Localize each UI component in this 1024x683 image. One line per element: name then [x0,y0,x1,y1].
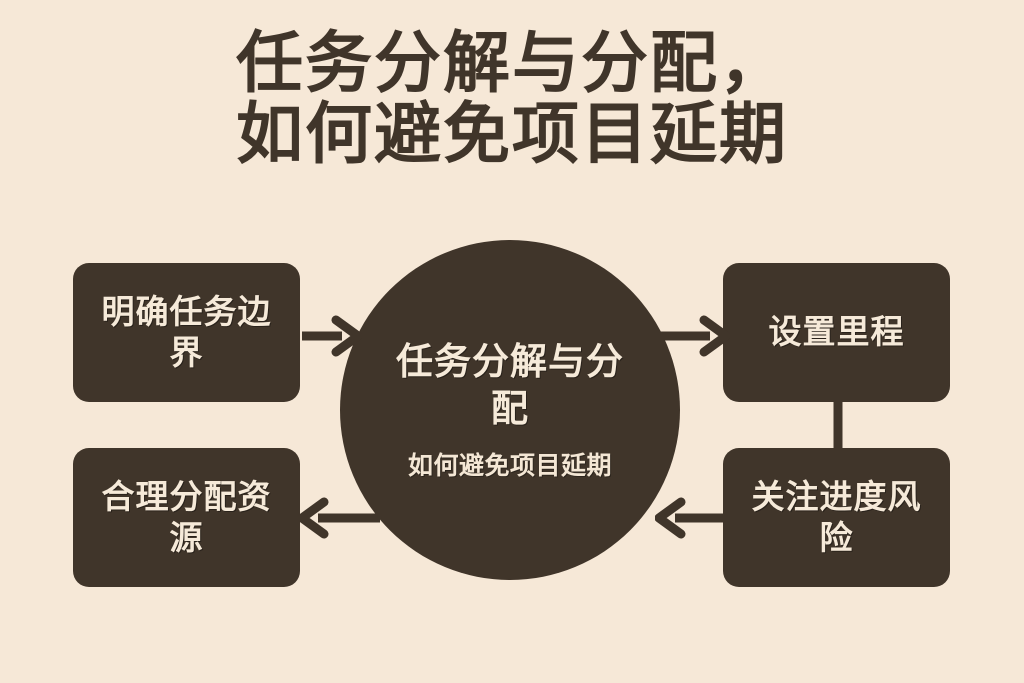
center-hub-title: 任务分解与分配 [396,340,624,429]
arrow-left-icon [298,497,380,539]
node-label: 合理分配资源 [101,478,272,556]
center-hub-node[interactable]: 任务分解与分配 如何避免项目延期 [340,240,680,580]
arrow-right-icon [302,315,362,357]
node-monitor-progress-risk[interactable]: 关注进度风险 [723,448,950,587]
node-clarify-task-boundary[interactable]: 明确任务边界 [73,263,300,402]
center-hub-subtitle: 如何避免项目延期 [407,452,612,481]
arrow-right-icon [654,315,730,357]
node-label: 明确任务边界 [101,293,272,371]
node-set-milestones[interactable]: 设置里程 [723,263,950,402]
arrow-left-icon [655,497,733,539]
page-title-line-1: 任务分解与分配， [236,26,788,101]
node-label: 关注进度风险 [751,478,922,556]
page-title-line-2: 如何避免项目延期 [236,97,788,173]
connector-line-vertical [833,396,843,454]
node-label: 设置里程 [768,313,905,351]
node-allocate-resources[interactable]: 合理分配资源 [73,448,300,587]
page-title: 任务分解与分配， 如何避免项目延期 [0,28,1024,170]
